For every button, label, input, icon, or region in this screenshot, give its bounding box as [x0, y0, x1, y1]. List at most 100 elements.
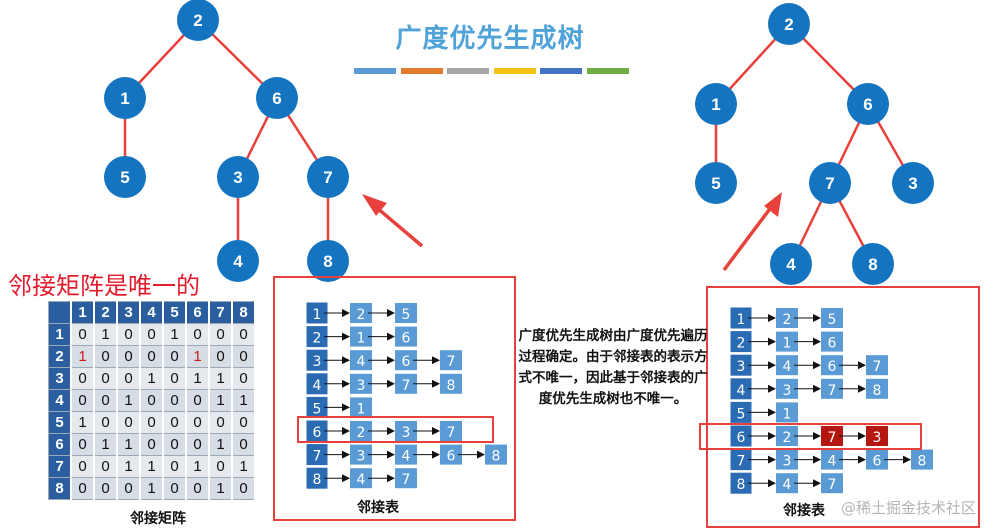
left-list-head-label: 5 [313, 401, 322, 417]
matrix-cell: 1 [208, 389, 233, 412]
left-tree-node-label: 8 [323, 252, 332, 271]
color-bar-2 [400, 68, 443, 74]
color-bar-6 [586, 68, 629, 74]
left-list-head-label: 3 [313, 354, 322, 370]
matrix-cell: 0 [70, 389, 95, 412]
left-list-item-cell [395, 468, 417, 489]
left-adjacency-list-frame [273, 276, 516, 521]
left-list-item-label: 5 [402, 307, 411, 323]
right-list-item-cell [866, 449, 888, 470]
matrix-cell: 1 [231, 455, 256, 478]
left-tree-node-label: 3 [233, 168, 242, 187]
right-tree-node-circle [695, 162, 737, 204]
left-tree-node-8: 8 [307, 240, 349, 282]
right-tree-node-label: 8 [868, 255, 877, 274]
left-tree-node-4: 4 [217, 240, 259, 282]
right-tree-node-circle [695, 83, 737, 125]
right-list-item-cell [821, 355, 843, 376]
right-list-head-label: 7 [737, 454, 746, 470]
matrix-cell: 0 [93, 389, 118, 412]
right-tree-node-1: 1 [695, 83, 737, 125]
right-list-head-label: 4 [737, 383, 746, 399]
right-tree-node-circle [770, 243, 812, 285]
page-title: 广度优先生成树 [395, 24, 585, 54]
matrix-cell: 0 [208, 323, 233, 346]
left-list-item-cell [350, 421, 372, 441]
left-tree-node-label: 7 [323, 168, 332, 187]
right-list-item-cell [866, 426, 888, 446]
watermark: @稀土掘金技术社区 [840, 499, 976, 517]
left-list-item-label: 1 [357, 331, 366, 347]
matrix-row-header: 2 [48, 345, 72, 368]
matrix-cell: 0 [231, 411, 256, 434]
right-list-item-cell [776, 473, 798, 494]
right-tree-node-6: 6 [847, 83, 889, 125]
matrix-corner-cell [48, 301, 72, 324]
left-list-item-cell [440, 444, 462, 465]
left-pointer-arrow [362, 194, 424, 248]
left-tree-node-2: 2 [177, 0, 219, 41]
left-tree-node-label: 1 [120, 89, 129, 108]
matrix-caption: 邻接矩阵 [130, 511, 186, 527]
right-tree-node-label: 7 [825, 174, 834, 193]
right-list-item-label: 5 [828, 312, 837, 328]
left-list-head-label: 6 [313, 425, 322, 441]
matrix-cell: 1 [231, 389, 256, 412]
right-list-item-label: 4 [828, 454, 837, 470]
left-tree-node-label: 5 [120, 168, 129, 187]
right-list-item-cell [776, 355, 798, 376]
right-list-head-label: 8 [737, 477, 746, 493]
right-list-item-label: 4 [783, 359, 792, 375]
left-list-item-label: 6 [447, 449, 456, 465]
matrix-cell: 1 [93, 433, 118, 456]
matrix-cell: 0 [208, 411, 233, 434]
left-list-head-label: 8 [313, 472, 322, 488]
matrix-cell: 0 [139, 411, 164, 434]
left-list-item-label: 7 [447, 425, 456, 441]
left-tree-node-3: 3 [217, 156, 259, 198]
matrix-row-header: 3 [48, 367, 72, 390]
right-list-item-cell [776, 426, 798, 446]
right-tree-node-3: 3 [892, 162, 934, 204]
right-tree-node-label: 2 [784, 15, 793, 34]
matrix-cell: 0 [185, 433, 210, 456]
matrix-cell: 0 [70, 455, 95, 478]
matrix-cell: 0 [162, 367, 187, 390]
left-tree-node-circle [104, 77, 146, 119]
matrix-cell: 0 [185, 323, 210, 346]
matrix-row-header: 7 [48, 455, 72, 478]
matrix-cell: 1 [93, 323, 118, 346]
matrix-cell: 1 [208, 433, 233, 456]
right-tree-node-8: 8 [852, 243, 894, 285]
matrix-cell: 0 [93, 411, 118, 434]
right-list-item-label: 6 [828, 336, 837, 352]
left-list-item-label: 6 [402, 331, 411, 347]
matrix-cell: 0 [70, 323, 95, 346]
left-list-item-cell [350, 303, 372, 323]
explanation-text: 广度优先生成树由广度优先遍历过程确定。由于邻接表的表示方式不唯一，因此基于邻接表… [518, 328, 708, 407]
matrix-cell: 0 [162, 455, 187, 478]
matrix-column-header: 6 [185, 301, 210, 324]
matrix-cell: 1 [116, 455, 141, 478]
left-list-item-cell [485, 444, 507, 465]
matrix-cell: 0 [70, 477, 95, 500]
matrix-cell: 0 [116, 411, 141, 434]
right-list-item-label: 1 [783, 336, 792, 352]
right-list-item-label: 3 [783, 454, 792, 470]
matrix-cell: 0 [162, 411, 187, 434]
left-list-item-label: 7 [402, 378, 411, 394]
left-tree-node-circle [104, 156, 146, 198]
